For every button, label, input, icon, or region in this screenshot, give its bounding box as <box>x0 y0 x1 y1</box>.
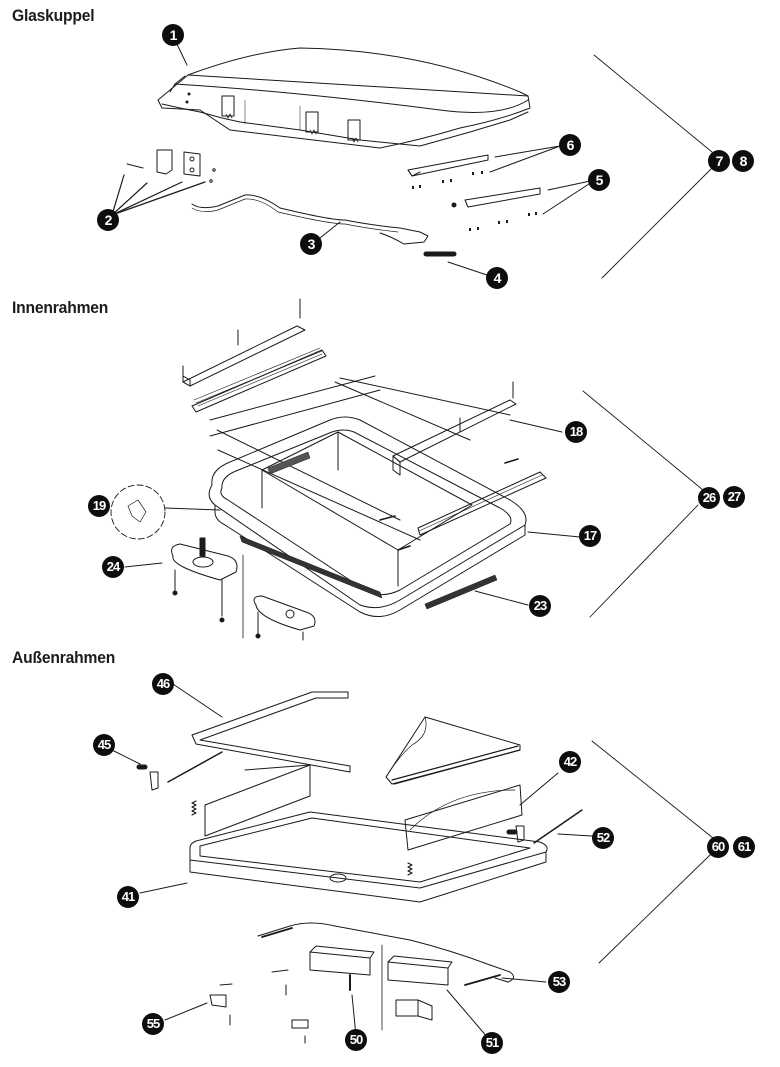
callout-50: 50 <box>345 1029 367 1051</box>
callout-53: 53 <box>548 971 570 993</box>
support-rod <box>191 194 429 245</box>
callout-23: 23 <box>529 595 551 617</box>
callout-24: 24 <box>102 556 124 578</box>
callout-1: 1 <box>162 24 184 46</box>
callout-26: 26 <box>698 487 720 509</box>
inner-frame-part <box>182 298 547 617</box>
callout-17: 17 <box>579 525 601 547</box>
callout-5: 5 <box>588 169 610 191</box>
callout-45: 45 <box>93 734 115 756</box>
callout-8: 8 <box>732 150 754 172</box>
glass-dome-part <box>157 47 531 149</box>
callout-27: 27 <box>723 486 745 508</box>
lifting-arms <box>407 154 541 231</box>
callout-41: 41 <box>117 886 139 908</box>
hinge-parts <box>126 149 216 183</box>
callout-52: 52 <box>592 827 614 849</box>
crank-handle-parts <box>171 537 316 641</box>
callout-6: 6 <box>559 134 581 156</box>
callout-18: 18 <box>565 421 587 443</box>
callout-51: 51 <box>481 1032 503 1054</box>
callout-55: 55 <box>142 1013 164 1035</box>
callout-46: 46 <box>152 673 174 695</box>
callout-19: 19 <box>88 495 110 517</box>
callout-61: 61 <box>733 836 755 858</box>
callout-3: 3 <box>300 233 322 255</box>
callout-60: 60 <box>707 836 729 858</box>
callout-4: 4 <box>486 267 508 289</box>
outer-frame-part <box>136 691 583 1044</box>
section-title-aussenrahmen: Außenrahmen <box>12 648 116 667</box>
section-title-innenrahmen: Innenrahmen <box>12 298 109 317</box>
callout-2: 2 <box>97 209 119 231</box>
callout-42: 42 <box>559 751 581 773</box>
section-title-glaskuppel: Glaskuppel <box>12 6 95 25</box>
callout-7: 7 <box>708 150 730 172</box>
